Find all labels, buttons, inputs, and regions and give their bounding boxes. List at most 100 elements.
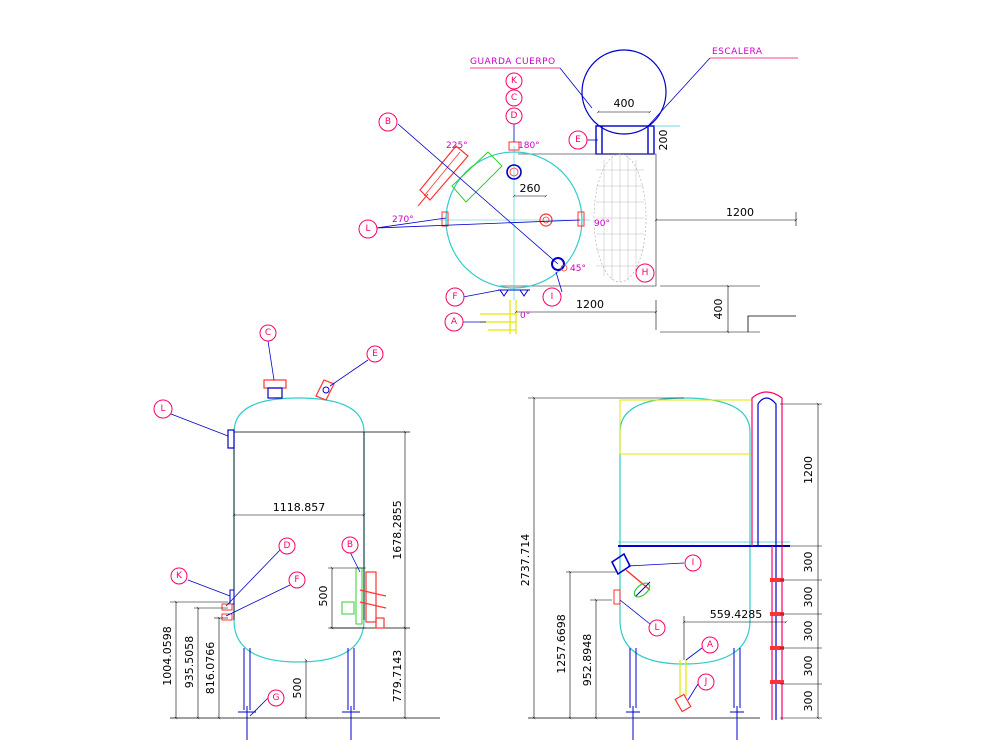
svg-text:D: D (284, 541, 291, 551)
dim-952: 952.8948 (581, 634, 594, 687)
front-callout-b: B (341, 536, 359, 554)
front-callout-l: L (153, 399, 173, 419)
dim-step-2: 300 (802, 587, 815, 608)
svg-text:K: K (511, 76, 518, 86)
top-yellow-zone (619, 399, 753, 455)
plan-callout-i: I (542, 287, 562, 307)
svg-text:G: G (273, 693, 280, 703)
svg-text:I: I (692, 558, 695, 568)
svg-text:B: B (385, 117, 391, 127)
plan-view: GUARDA CUERPO ESCALERA 400 200 1200 (358, 47, 798, 334)
dim-1200-plan: 1200 (726, 206, 754, 219)
plan-callout-k: K (505, 72, 523, 90)
svg-text:L: L (654, 623, 659, 633)
dim-1200-bottom: 1200 (576, 298, 604, 311)
side-view: 1200 300 300 300 300 300 2737.714 1257.6… (519, 391, 822, 740)
dim-step-1: 300 (802, 552, 815, 573)
side-manhole-b (355, 567, 363, 625)
dim-500-leg: 500 (291, 678, 304, 699)
escalera-note: ESCALERA (712, 47, 763, 57)
angle-225: 225° (446, 141, 468, 151)
plan-callout-d: D (505, 107, 523, 125)
dim-200: 200 (657, 130, 670, 151)
nozzle-45-plan (551, 257, 565, 271)
ladder-rungs (770, 578, 784, 684)
tank-shell-front (233, 397, 365, 663)
dim-2737: 2737.714 (519, 534, 532, 587)
dim-400-plan: 400 (712, 299, 725, 320)
dim-1004: 1004.0598 (161, 626, 174, 686)
top-nozzle-plan (506, 164, 522, 180)
svg-text:J: J (704, 677, 708, 687)
guard-ring (581, 49, 667, 135)
plan-callout-l: L (358, 219, 378, 239)
valve-j-side (679, 660, 687, 696)
dim-779: 779.7143 (391, 650, 404, 703)
dim-step-3: 300 (802, 621, 815, 642)
dim-step-4: 300 (802, 656, 815, 677)
plan-callout-h: H (635, 263, 655, 283)
angle-270: 270° (392, 215, 414, 225)
front-callout-d: D (278, 537, 296, 555)
green-fitting (633, 582, 651, 598)
svg-text:C: C (265, 328, 271, 338)
nozzle-l-side (613, 589, 621, 605)
dim-400-ring: 400 (614, 97, 635, 110)
plan-callout-a: A (444, 312, 464, 332)
svg-text:K: K (176, 571, 183, 581)
dim-1118: 1118.857 (273, 501, 326, 514)
side-callout-l: L (648, 619, 666, 637)
angle-90: 90° (594, 219, 610, 229)
side-callout-j: J (697, 673, 715, 691)
svg-text:E: E (372, 349, 378, 359)
ladder (751, 391, 783, 720)
svg-text:A: A (451, 317, 458, 327)
angle-0: 0° (520, 311, 530, 321)
front-callout-f: F (288, 571, 306, 589)
ladder-platform (595, 125, 655, 155)
svg-text:L: L (160, 404, 165, 414)
legs-side (626, 648, 744, 740)
svg-text:F: F (294, 575, 299, 585)
plan-callout-b: B (378, 112, 398, 132)
guarda-cuerpo-note: GUARDA CUERPO (470, 57, 556, 67)
svg-text:E: E (575, 135, 581, 145)
dim-816: 816.0766 (204, 642, 217, 695)
svg-text:F: F (452, 292, 457, 302)
tank-shell-side (619, 397, 751, 665)
front-callout-c: C (259, 324, 277, 342)
angle-180: 180° (518, 141, 540, 151)
side-callout-i: I (684, 554, 702, 572)
plan-callout-e: E (568, 130, 588, 150)
front-callout-g: G (267, 689, 285, 707)
front-callout-e: E (366, 345, 384, 363)
nozzle-l-front (227, 429, 235, 449)
dim-500-nozzle: 500 (317, 586, 330, 607)
front-callout-k: K (170, 567, 188, 585)
svg-text:D: D (511, 111, 518, 121)
svg-text:C: C (511, 93, 517, 103)
front-view: 1118.857 1678.2855 779.7143 500 500 (153, 324, 440, 740)
dim-260: 260 (520, 182, 541, 195)
dim-ladder-1200: 1200 (802, 456, 815, 484)
manhole-225 (451, 151, 503, 203)
legs-front (238, 648, 360, 740)
svg-text:I: I (551, 292, 554, 302)
svg-text:A: A (707, 640, 714, 650)
angle-45: 45° (570, 264, 586, 274)
dim-935: 935.5058 (183, 636, 196, 689)
dim-1678: 1678.2855 (391, 500, 404, 560)
svg-text:H: H (642, 268, 649, 278)
center-nozzle-plan (539, 213, 553, 227)
side-callout-a: A (701, 636, 719, 654)
dim-1257: 1257.6698 (555, 614, 568, 674)
plan-callout-c: C (505, 89, 523, 107)
dim-559: 559.4285 (710, 608, 763, 621)
svg-text:B: B (347, 540, 353, 550)
svg-text:L: L (365, 224, 370, 234)
top-flange-c (263, 379, 287, 389)
valve-a-plan (480, 300, 517, 334)
plan-callout-f: F (445, 287, 465, 307)
top-nozzle-e (315, 379, 335, 401)
